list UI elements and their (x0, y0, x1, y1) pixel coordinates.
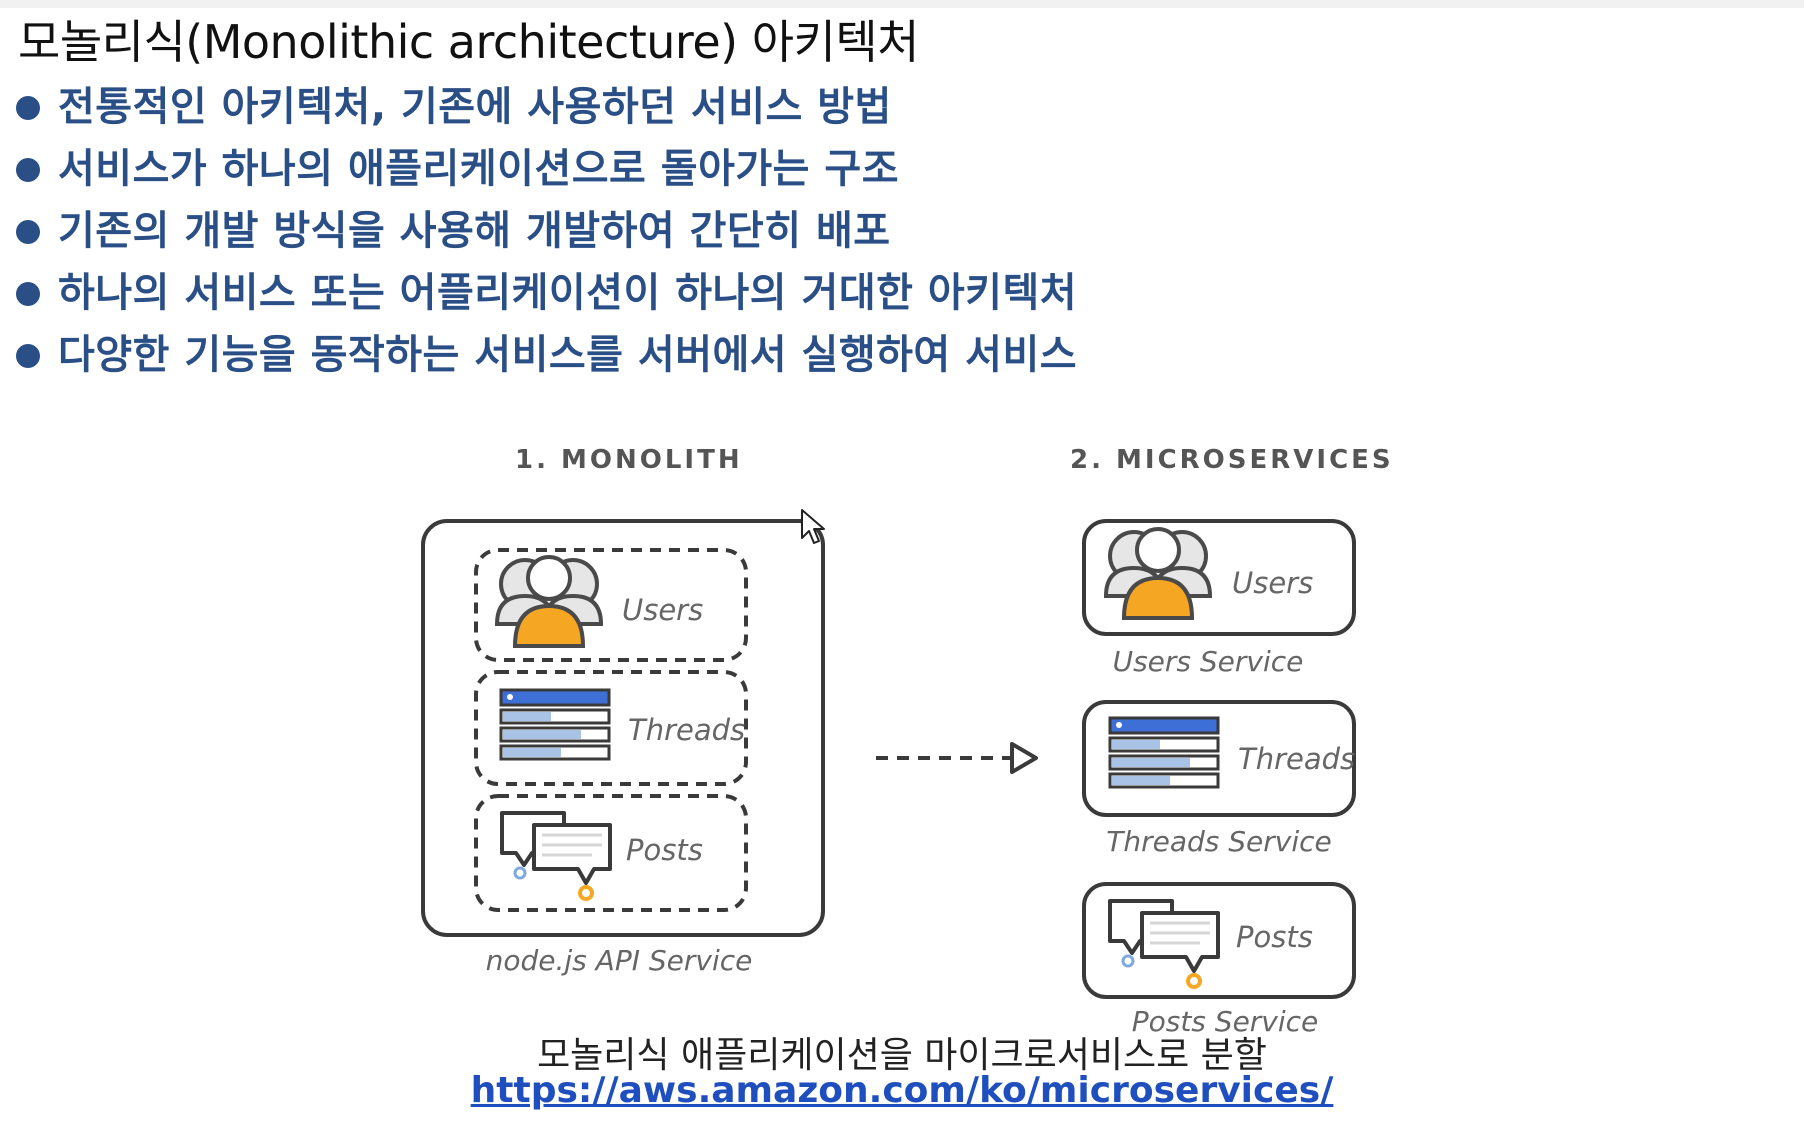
monolith-threads-module (474, 670, 748, 786)
monolith-posts-module (474, 794, 748, 912)
threads-icon (1108, 716, 1220, 789)
page-title: 모놀리식(Monolithic architecture) 아키텍처 (18, 15, 920, 69)
bullet-text: 전통적인 아키텍처, 기존에 사용하던 서비스 방법 (58, 84, 892, 130)
posts-icon (500, 811, 612, 901)
arrow-head-icon (1010, 742, 1038, 774)
bullet-item: 다양한 기능을 동작하는 서비스를 서버에서 실행하여 서비스 (14, 324, 1077, 386)
posts-service-caption: Posts Service (1132, 1005, 1319, 1038)
monolith-users-module (474, 548, 748, 662)
monolith-caption: node.js API Service (486, 944, 753, 977)
users-service-label: Users (1232, 566, 1313, 600)
posts-service-box (1082, 882, 1356, 999)
bullet-dot-icon (16, 282, 40, 306)
top-border (0, 0, 1804, 8)
threads-icon (499, 688, 611, 761)
threads-service-caption: Threads Service (1106, 825, 1332, 858)
monolith-users-label: Users (622, 593, 703, 627)
threads-service-box (1082, 700, 1356, 817)
bullet-item: 서비스가 하나의 애플리케이션으로 돌아가는 구조 (14, 138, 1077, 200)
monolith-threads-label: Threads (628, 713, 745, 747)
bullet-list: 전통적인 아키텍처, 기존에 사용하던 서비스 방법 서비스가 하나의 애플리케… (14, 76, 1077, 386)
users-icon (1104, 527, 1212, 620)
posts-icon (1108, 899, 1220, 989)
bullet-item: 하나의 서비스 또는 어플리케이션이 하나의 거대한 아키텍처 (14, 262, 1077, 324)
bullet-text: 다양한 기능을 동작하는 서비스를 서버에서 실행하여 서비스 (58, 332, 1078, 378)
mouse-cursor-icon (801, 509, 825, 544)
users-icon (495, 555, 603, 648)
source-link[interactable]: https://aws.amazon.com/ko/microservices/ (470, 1070, 1334, 1111)
threads-service-label: Threads (1238, 742, 1355, 776)
figure-caption: 모놀리식 애플리케이션을 마이크로서비스로 분할 (537, 1035, 1267, 1076)
bullet-item: 전통적인 아키텍처, 기존에 사용하던 서비스 방법 (14, 76, 1077, 138)
bullet-item: 기존의 개발 방식을 사용해 개발하여 간단히 배포 (14, 200, 1077, 262)
bullet-dot-icon (16, 344, 40, 368)
posts-service-label: Posts (1236, 920, 1313, 954)
monolith-heading: 1. MONOLITH (515, 445, 743, 475)
bullet-text: 하나의 서비스 또는 어플리케이션이 하나의 거대한 아키텍처 (58, 270, 1078, 316)
monolith-posts-label: Posts (626, 833, 703, 867)
microservices-heading: 2. MICROSERVICES (1070, 445, 1394, 475)
bullet-dot-icon (16, 96, 40, 120)
monolith-container (421, 519, 825, 937)
users-service-box (1082, 519, 1356, 636)
bullet-text: 기존의 개발 방식을 사용해 개발하여 간단히 배포 (58, 208, 891, 254)
bullet-dot-icon (16, 220, 40, 244)
users-service-caption: Users Service (1113, 645, 1304, 678)
bullet-dot-icon (16, 158, 40, 182)
bullet-text: 서비스가 하나의 애플리케이션으로 돌아가는 구조 (58, 146, 900, 192)
